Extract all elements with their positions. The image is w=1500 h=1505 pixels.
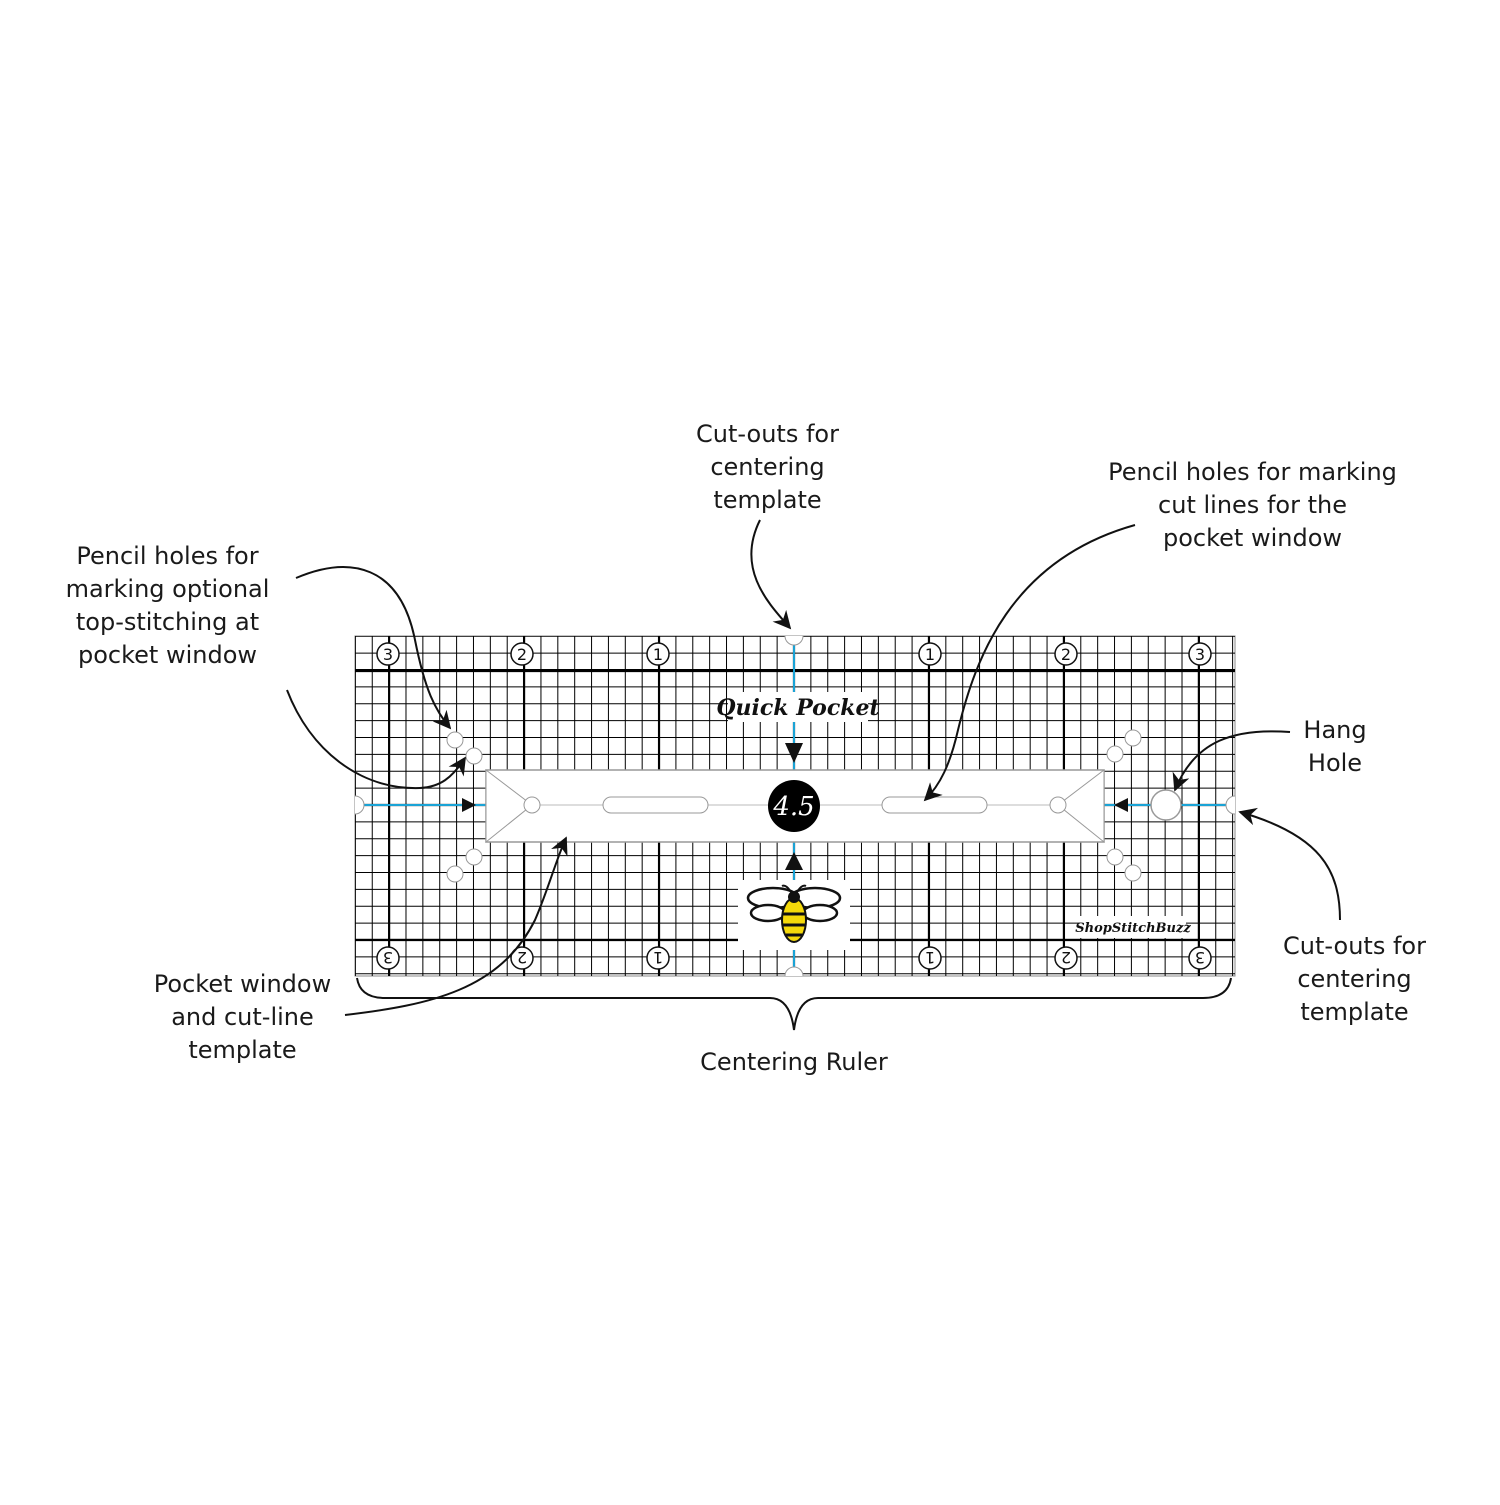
ruler-number-badge: [1188, 946, 1212, 970]
ruler-number: 3: [383, 948, 393, 967]
ruler-number-badge: [376, 642, 400, 666]
callout-top-cutouts: Cut-outs for centering template: [696, 420, 839, 514]
arrow-icon: [286, 689, 466, 790]
arrow-icon: [750, 519, 792, 630]
pencil-hole: [523, 796, 541, 814]
maker-mark: ShopStitchBuzz: [1075, 921, 1191, 936]
cutout-left: [354, 795, 365, 815]
arrow-icon: [295, 566, 452, 730]
centering-brace: [356, 977, 1232, 1031]
ruler-number-badge: [646, 642, 670, 666]
ruler-number-badge: [1054, 946, 1078, 970]
arrow-icon: [1172, 730, 1291, 792]
ruler-number: 1: [653, 645, 663, 664]
ruler-number: 1: [653, 948, 663, 967]
cut-slot-left: [602, 796, 709, 814]
ruler-number: 3: [383, 645, 393, 664]
ruler-numbers: 3 2 1 1 2 3 3 2 1 1 2 3: [376, 642, 1212, 970]
ruler-number: 3: [1195, 948, 1205, 967]
ruler-number: 3: [1195, 645, 1205, 664]
pencil-hole: [1106, 745, 1124, 763]
pencil-hole: [446, 865, 464, 883]
pencil-hole: [1124, 864, 1142, 882]
arrow-icon: [923, 524, 1136, 802]
cutout-top: [784, 635, 804, 646]
ruler-number-badge: [1054, 642, 1078, 666]
ruler-number-badge: [376, 946, 400, 970]
centering-ruler: 4.5 Quick Pocket ShopStitchBuzz: [354, 635, 1236, 977]
size-badge-label: 4.5: [772, 792, 814, 822]
pencil-hole: [465, 747, 483, 765]
ruler-number-badge: [918, 642, 942, 666]
ruler-number-badge: [510, 946, 534, 970]
cutout-bottom: [784, 966, 804, 977]
ruler-number: 1: [925, 645, 935, 664]
callout-pocket-window: Pocket window and cut-line template: [153, 970, 332, 1064]
callout-right-cutouts: Cut-outs for centering template: [1283, 932, 1426, 1026]
center-marker: [785, 743, 803, 763]
ruler-number-badge: [510, 642, 534, 666]
pencil-hole: [1124, 729, 1142, 747]
cut-slot-right: [881, 796, 988, 814]
pencil-hole: [1049, 796, 1067, 814]
ruler-number: 2: [1061, 645, 1071, 664]
centering-ruler-label: Centering Ruler: [700, 1048, 888, 1076]
size-badge: [768, 780, 820, 832]
ruler-number: 2: [517, 948, 527, 967]
ruler-number-badge: [1188, 642, 1212, 666]
cutout-right: [1225, 795, 1236, 815]
callout-pencil-cutlines: Pencil holes for marking cut lines for t…: [1108, 458, 1397, 552]
ruler-number-badge: [646, 946, 670, 970]
ruler-number-badge: [918, 946, 942, 970]
pencil-hole: [465, 848, 483, 866]
center-marker: [462, 798, 476, 812]
callout-pencil-topstitch: Pencil holes for marking optional top-st…: [65, 542, 270, 669]
pencil-hole: [446, 731, 464, 749]
arrow-icon: [344, 836, 568, 1016]
ruler-number: 1: [925, 948, 935, 967]
ruler-number: 2: [1061, 948, 1071, 967]
brand-title: Quick Pocket: [716, 695, 879, 721]
center-marker: [1114, 798, 1128, 812]
callout-hang-hole: Hang Hole: [1303, 716, 1367, 777]
ruler-number: 2: [517, 645, 527, 664]
hang-hole-icon: [1150, 789, 1182, 821]
arrow-icon: [1238, 807, 1341, 921]
center-marker: [785, 852, 803, 870]
bee-icon: [738, 880, 850, 950]
pencil-hole: [1106, 848, 1124, 866]
